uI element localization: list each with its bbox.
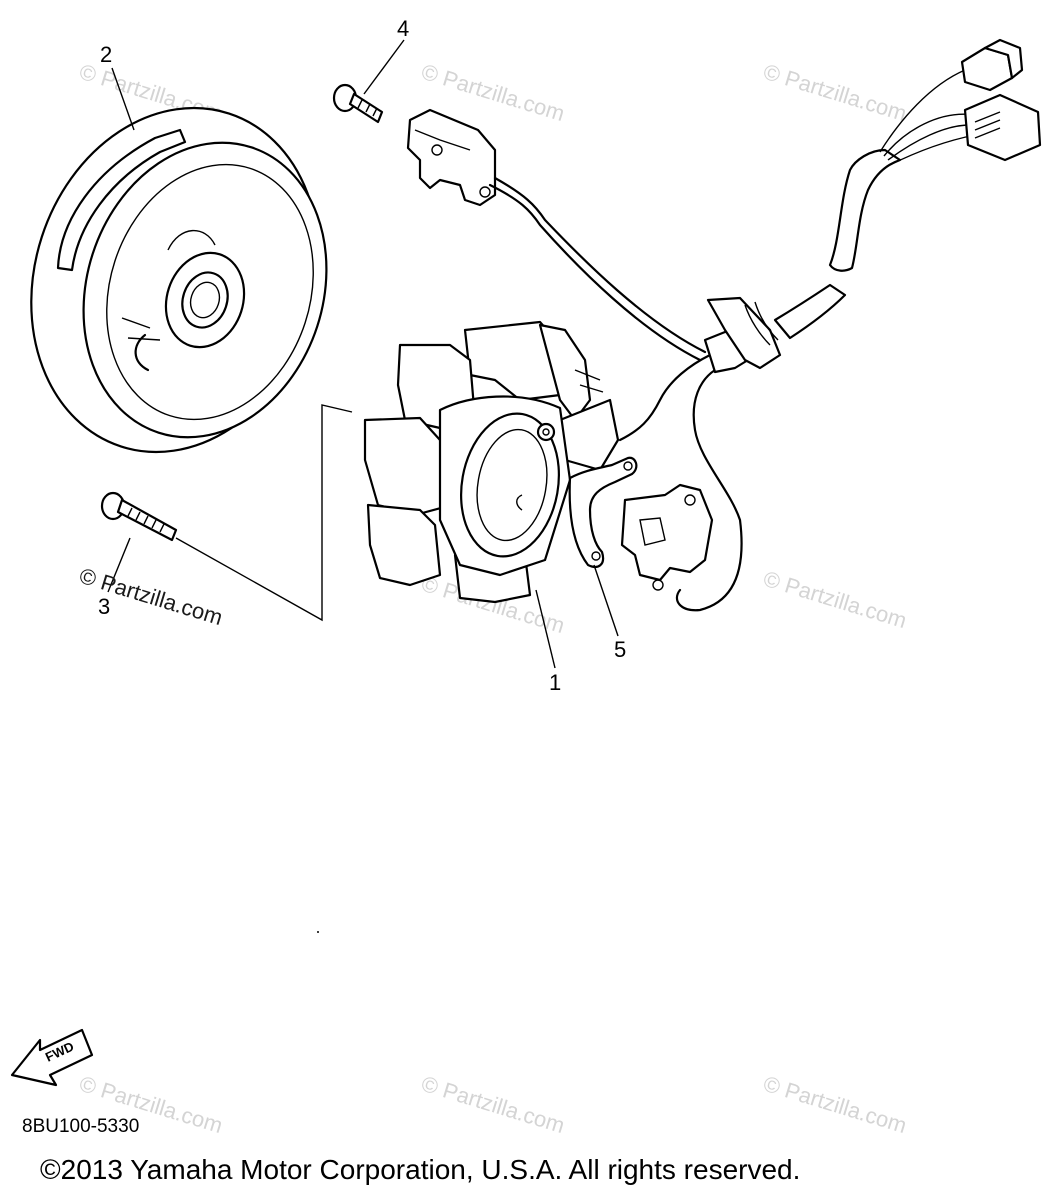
pickup-coil-right [620, 483, 714, 591]
bolt-long [100, 404, 353, 622]
watermark: © Partzilla.com [761, 59, 910, 126]
watermark: © Partzilla.com [761, 1071, 910, 1138]
callout-3: 3 [98, 594, 110, 619]
pickup-coil [406, 108, 497, 207]
watermark: © Partzilla.com [419, 1071, 568, 1138]
callout-2: 2 [100, 42, 112, 67]
callout-5: 5 [614, 637, 626, 662]
clamp [568, 456, 638, 568]
screw-short [332, 83, 384, 124]
diagram-code: 8BU100-5330 [22, 1116, 140, 1137]
callout-1: 1 [549, 670, 561, 695]
rotor-flywheel [30, 106, 328, 454]
watermark: © Partzilla.com [761, 566, 910, 633]
callouts: 2 4 3 1 5 [98, 16, 626, 695]
fwd-arrow-icon: FWD [10, 1028, 94, 1087]
callout-4: 4 [397, 16, 409, 41]
leader-lines [107, 39, 619, 669]
stator [363, 320, 620, 604]
copyright-notice: ©2013 Yamaha Motor Corporation, U.S.A. A… [40, 1154, 801, 1185]
connectors [960, 38, 1042, 162]
